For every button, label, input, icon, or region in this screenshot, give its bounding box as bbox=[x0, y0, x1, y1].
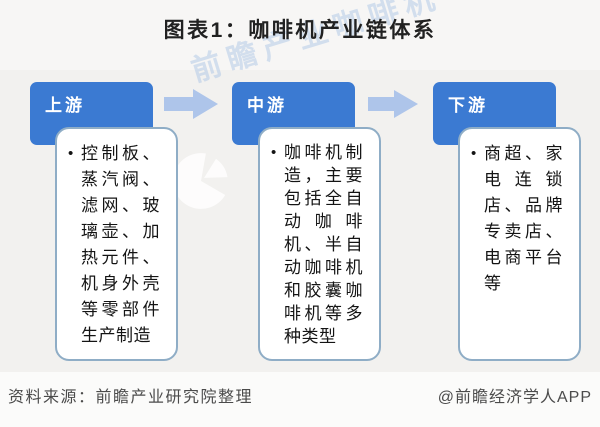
stage-label: 中游 bbox=[247, 96, 287, 115]
bullet-icon: • bbox=[68, 145, 74, 162]
background-top bbox=[0, 0, 600, 70]
bullet-icon: • bbox=[471, 145, 477, 162]
midstream-content-box: • 咖啡机制造，主要包括全自动咖啡机、半自动咖啡机和胶囊咖啡机等多种类型 bbox=[258, 127, 381, 361]
bullet-icon: • bbox=[271, 144, 277, 161]
source-note: 资料来源：前瞻产业研究院整理 bbox=[8, 389, 254, 406]
midstream-description: 咖啡机制造，主要包括全自动咖啡机、半自动咖啡机和胶囊咖啡机等多种类型 bbox=[284, 143, 363, 346]
upstream-description: 控制板、蒸汽阀、滤网、玻璃壶、加热元件、机身外壳等零部件生产制造 bbox=[81, 144, 160, 345]
watermark-logo-icon bbox=[173, 153, 228, 209]
stage-label: 上游 bbox=[45, 96, 85, 115]
page-title: 图表1：咖啡机产业链体系 bbox=[163, 19, 437, 42]
arrow-right-icon bbox=[368, 90, 418, 118]
downstream-description: 商超、家电连锁店、品牌专卖店、电商平台等 bbox=[484, 144, 563, 293]
background-bottom bbox=[0, 372, 600, 427]
downstream-content-box: • 商超、家电连锁店、品牌专卖店、电商平台等 bbox=[458, 127, 581, 361]
stage-label: 下游 bbox=[448, 96, 488, 115]
arrow-right-icon bbox=[164, 89, 218, 119]
credit-note: @前瞻经济学人APP bbox=[437, 389, 592, 406]
upstream-content-box: • 控制板、蒸汽阀、滤网、玻璃壶、加热元件、机身外壳等零部件生产制造 bbox=[55, 127, 178, 361]
